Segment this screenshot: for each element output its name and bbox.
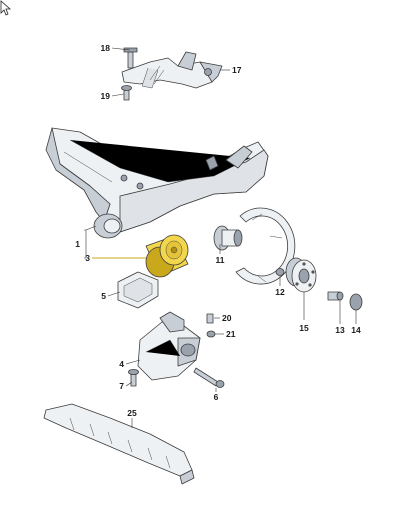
callout-13: 13 (335, 325, 345, 335)
callout-14: 14 (351, 325, 361, 335)
callout-3: 3 (85, 253, 90, 263)
callout-12: 12 (275, 287, 285, 297)
brake-backing-plate (235, 207, 296, 285)
callout-7: 7 (119, 381, 124, 391)
hub-nut-13 (327, 291, 344, 301)
callout-6: 6 (214, 392, 219, 402)
callouts: 18 19 17 1 3 5 11 12 15 13 14 20 21 4 7 … (75, 43, 361, 418)
callout-5: 5 (101, 291, 106, 301)
bolt-6 (193, 367, 225, 388)
level-sensor-assembly (121, 47, 223, 101)
callout-18: 18 (101, 43, 111, 53)
wheel-hub-15 (285, 257, 317, 293)
callout-15: 15 (299, 323, 309, 333)
callout-17: 17 (232, 65, 242, 75)
callout-1: 1 (75, 239, 80, 249)
callout-4: 4 (119, 359, 124, 369)
callout-21: 21 (226, 329, 236, 339)
arrow-pointer-icon (0, 0, 12, 16)
nut-20 (206, 313, 214, 324)
mounting-bracket (137, 311, 201, 381)
underbody-panel-25 (43, 403, 195, 485)
callout-25: 25 (127, 408, 137, 418)
callout-11: 11 (216, 255, 225, 265)
cover-plate (117, 271, 159, 309)
callout-20: 20 (222, 313, 232, 323)
leader-lines (84, 47, 357, 428)
rear-axle-beam (45, 127, 269, 239)
bolt-7 (128, 368, 139, 387)
dust-cap-14 (349, 293, 363, 311)
stub-axle-11 (213, 225, 243, 251)
axle-bushing-highlighted (145, 234, 189, 278)
washer-12 (275, 268, 285, 276)
callout-19: 19 (101, 91, 111, 101)
washer-21 (206, 330, 216, 338)
